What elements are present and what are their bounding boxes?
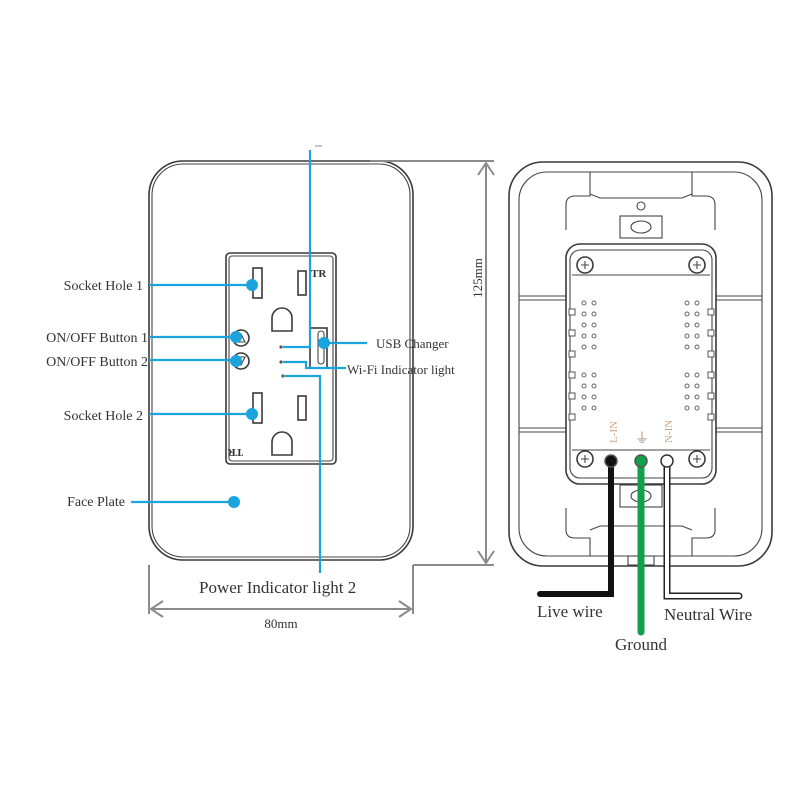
- side-tab: [707, 371, 715, 379]
- side-tab: [707, 413, 715, 421]
- label-neutral-wire: Neutral Wire: [664, 605, 752, 624]
- tr-mark-top: TR: [311, 268, 327, 280]
- vent-hole: [591, 344, 597, 350]
- label-wifi-indicator: Wi-Fi Indicator light: [347, 362, 455, 377]
- vent-hole: [591, 300, 597, 306]
- screw-icon: [576, 450, 594, 468]
- vent-hole: [684, 300, 690, 306]
- vent-holes: [581, 300, 700, 411]
- dimension-width-label: 80mm: [264, 616, 297, 631]
- socket-hole-2-slot-large: [252, 392, 263, 424]
- vent-hole: [581, 344, 587, 350]
- vent-hole: [694, 300, 700, 306]
- side-tab: [568, 350, 576, 358]
- label-socket-hole-2: Socket Hole 2: [64, 409, 143, 424]
- module-housing: [565, 243, 717, 485]
- socket-hole-1-slot-small: [297, 270, 307, 296]
- vent-hole: [591, 383, 597, 389]
- vent-hole: [591, 333, 597, 339]
- side-tab: [568, 308, 576, 316]
- socket-hole-1-ground: [271, 307, 293, 332]
- vent-hole: [694, 383, 700, 389]
- screw-icon: [688, 256, 706, 274]
- vent-hole: [684, 372, 690, 378]
- vent-hole: [581, 372, 587, 378]
- label-onoff-button-1: ON/OFF Button 1: [46, 331, 148, 346]
- top-mount-slot: [619, 215, 663, 239]
- vent-hole: [684, 405, 690, 411]
- side-tab: [707, 392, 715, 400]
- vent-hole: [684, 394, 690, 400]
- side-tab: [568, 371, 576, 379]
- receptacle-body: [225, 252, 337, 465]
- vent-hole: [581, 394, 587, 400]
- label-usb-charger: USB Changer: [376, 336, 449, 351]
- ground-symbol-icon: ⏚: [635, 431, 649, 447]
- vent-hole: [581, 311, 587, 317]
- side-tab: [707, 350, 715, 358]
- front-view: TR TR: [46, 145, 495, 631]
- power-indicator-2: [281, 374, 285, 378]
- vent-hole: [581, 333, 587, 339]
- vent-hole: [581, 405, 587, 411]
- label-ground-wire: Ground: [615, 635, 667, 654]
- label-face-plate: Face Plate: [67, 495, 125, 510]
- side-tabs: [568, 308, 715, 421]
- vent-hole: [694, 311, 700, 317]
- vent-hole: [684, 311, 690, 317]
- side-tab: [568, 413, 576, 421]
- terminal-neutral-label: N-IN: [663, 420, 675, 443]
- vent-hole: [581, 322, 587, 328]
- vent-hole: [684, 333, 690, 339]
- wifi-indicator-led: [279, 360, 283, 364]
- vent-hole: [684, 344, 690, 350]
- vent-hole: [694, 372, 700, 378]
- screw-icon: [688, 450, 706, 468]
- live-wire: [537, 454, 618, 597]
- rear-view: L-IN ⏚ N-IN Live wire Ground Neutral Wir…: [508, 161, 773, 654]
- vent-hole: [591, 322, 597, 328]
- side-tab: [707, 329, 715, 337]
- dimension-height-label: 125mm: [470, 258, 485, 298]
- dimension-width: 80mm: [148, 565, 414, 631]
- side-tab: [707, 308, 715, 316]
- vent-hole: [694, 333, 700, 339]
- vent-hole: [591, 405, 597, 411]
- vent-hole: [694, 405, 700, 411]
- label-live-wire: Live wire: [537, 602, 603, 621]
- side-tab: [568, 392, 576, 400]
- terminal-live-label: L-IN: [608, 421, 620, 443]
- label-power-indicator-2: Power Indicator light 2: [199, 578, 356, 597]
- vent-hole: [694, 394, 700, 400]
- vent-hole: [581, 300, 587, 306]
- dimension-height: 125mm: [370, 160, 495, 566]
- vent-hole: [694, 322, 700, 328]
- label-socket-hole-1: Socket Hole 1: [64, 279, 143, 294]
- vent-hole: [591, 394, 597, 400]
- vent-hole: [591, 311, 597, 317]
- neutral-wire: [660, 454, 743, 600]
- screw-icon: [576, 256, 594, 274]
- socket-hole-2-slot-small: [297, 395, 307, 421]
- side-tab: [568, 329, 576, 337]
- tr-mark-bottom: TR: [227, 446, 243, 458]
- vent-hole: [591, 372, 597, 378]
- socket-hole-2-ground: [271, 431, 293, 456]
- vent-hole: [684, 383, 690, 389]
- vent-hole: [684, 322, 690, 328]
- vent-hole: [694, 344, 700, 350]
- power-indicator-1: [279, 345, 283, 349]
- label-onoff-button-2: ON/OFF Button 2: [46, 355, 148, 370]
- vent-hole: [581, 383, 587, 389]
- ground-wire: [634, 454, 648, 636]
